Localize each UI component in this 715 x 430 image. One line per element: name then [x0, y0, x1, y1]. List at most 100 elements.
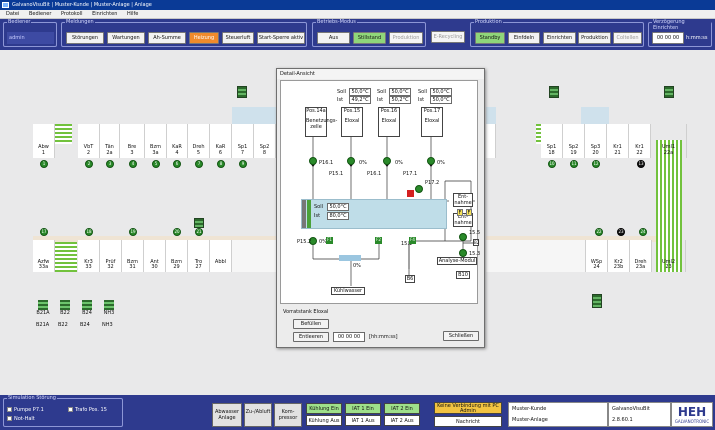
- pump-15-3[interactable]: [459, 249, 467, 257]
- main-tank[interactable]: Soll Ist 50,0°C 80,0°C: [301, 199, 447, 229]
- steuerluft-button[interactable]: Steuerluft: [222, 32, 254, 44]
- pump-p161[interactable]: [347, 157, 355, 165]
- iat1-ein-button[interactable]: IAT 1 Ein: [345, 403, 381, 414]
- storage-b22[interactable]: B22: [56, 300, 74, 320]
- start-sperre-button[interactable]: Start-Sperre aktiv: [257, 32, 305, 44]
- simulation-label: Simulation Störung: [7, 395, 57, 401]
- verzoegerung-time-input[interactable]: 00 00 00: [652, 32, 684, 44]
- recycling-button[interactable]: E-Recycling: [431, 31, 465, 43]
- stoerungen-button[interactable]: Störungen: [66, 32, 104, 44]
- sim-check-trafo[interactable]: Trafo Pos. 15: [68, 407, 107, 413]
- b2-box[interactable]: B2: [473, 239, 480, 246]
- pos17-ist: 50,0°C: [430, 96, 452, 104]
- vorrat-time-input[interactable]: 00 00 00: [333, 332, 365, 342]
- menu-bediener[interactable]: Bediener: [28, 11, 52, 17]
- iat2-aus-button[interactable]: IAT 2 Aus: [384, 415, 420, 426]
- status-dot: 17: [40, 228, 48, 236]
- storage-b24[interactable]: B24: [78, 300, 96, 320]
- pump-15-5[interactable]: [459, 233, 467, 241]
- connection-warning[interactable]: Keine Verbindung mit PC Admin: [434, 402, 502, 414]
- checkbox-icon[interactable]: [68, 407, 73, 412]
- sim-check-pumpe[interactable]: Pumpe P7.1: [7, 407, 44, 413]
- kuehlung-aus-button[interactable]: Kühlung Aus: [306, 415, 342, 426]
- ah-summe-button[interactable]: Ah-Summe: [148, 32, 186, 44]
- status-dot: 1: [40, 160, 48, 168]
- pump-p171[interactable]: [383, 157, 391, 165]
- entleeren-button[interactable]: Entleeren: [293, 332, 329, 342]
- pump-p172[interactable]: [427, 157, 435, 165]
- storage-b21a[interactable]: B21A: [34, 300, 52, 320]
- befuellen-button[interactable]: Befüllen: [293, 319, 329, 329]
- kuehlung-ein-button[interactable]: Kühlung Ein: [306, 403, 342, 414]
- einfaedeln-button[interactable]: Einfdeln: [508, 32, 540, 44]
- heizung-button[interactable]: Heizung: [189, 32, 219, 44]
- kuehlwasser-box[interactable]: Kühlwasser: [331, 287, 365, 295]
- menu-datei[interactable]: Datei: [6, 11, 20, 17]
- b6-box[interactable]: B6: [405, 275, 415, 283]
- analyse-modul[interactable]: Analyse-Modul: [437, 257, 477, 265]
- sim-check-nothalt[interactable]: Not-Halt: [7, 416, 35, 422]
- wartungen-button[interactable]: Wartungen: [107, 32, 145, 44]
- tank-abbl[interactable]: Abbl: [210, 240, 232, 272]
- produktion-button[interactable]: Produktion: [578, 32, 611, 44]
- checkbox-icon[interactable]: [7, 416, 12, 421]
- einrichten-button[interactable]: Einrichten: [543, 32, 576, 44]
- iat2-ein-button[interactable]: IAT 2 Ein: [384, 403, 420, 414]
- iat1-aus-button[interactable]: IAT 1 Aus: [345, 415, 381, 426]
- pump-p151[interactable]: [309, 157, 317, 165]
- aus-button[interactable]: Aus: [317, 32, 350, 44]
- schliessen-button[interactable]: Schließen: [443, 331, 479, 341]
- user-name[interactable]: admin: [7, 32, 54, 44]
- kompressor-button[interactable]: Kom-pressor: [274, 403, 302, 427]
- entnahme-box[interactable]: Ent-nahme: [453, 193, 473, 207]
- nachricht-button[interactable]: Nachricht: [434, 416, 502, 427]
- menu-protokoll[interactable]: Protokoll: [60, 11, 83, 17]
- main-ist-label: Ist: [314, 213, 321, 219]
- zu-abluft-button[interactable]: Zu-/Abluft: [244, 403, 272, 427]
- pump-p172b[interactable]: [415, 185, 423, 193]
- storage-nh3[interactable]: NH3: [100, 300, 118, 320]
- checkbox-icon[interactable]: [7, 407, 12, 412]
- menu-einrichten[interactable]: Einrichten: [92, 11, 118, 17]
- abwasser-button[interactable]: Abwasser Anlage: [212, 403, 242, 427]
- b10-box[interactable]: B10: [456, 271, 470, 279]
- stillstand-button[interactable]: Stillstand: [353, 32, 386, 44]
- coltellen-button[interactable]: Coltellen: [613, 32, 642, 44]
- pump-p152[interactable]: [309, 237, 317, 245]
- standby-button[interactable]: Standby: [475, 32, 505, 44]
- produktion-mode-button[interactable]: Produktion: [389, 32, 423, 44]
- entnahme-box-2[interactable]: Ent-nahme: [453, 213, 473, 227]
- menu-hilfe[interactable]: Hilfe: [126, 11, 139, 17]
